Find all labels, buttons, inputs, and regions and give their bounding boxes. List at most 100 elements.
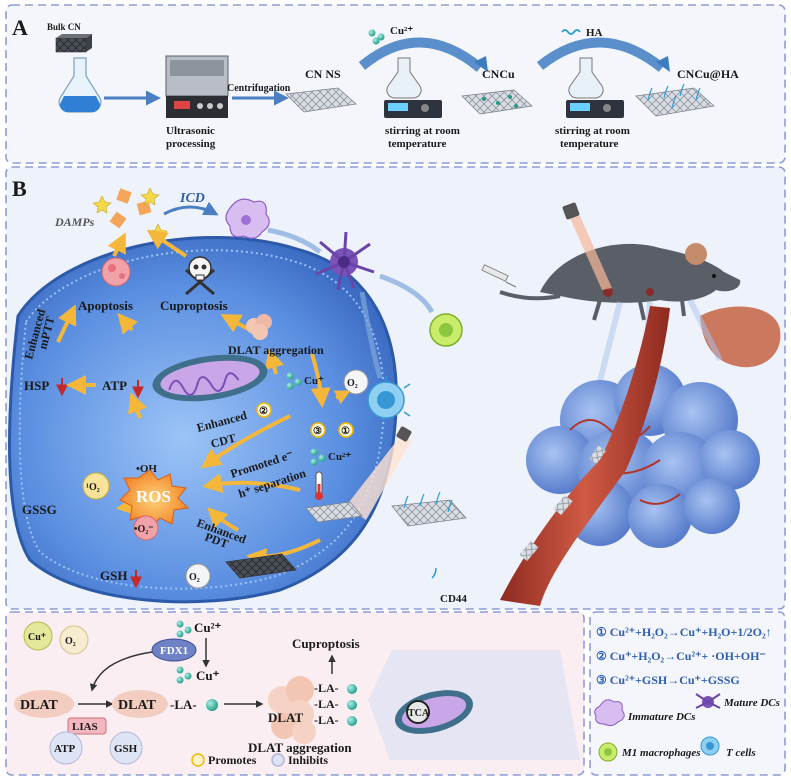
m1-macrophage-cell <box>429 313 463 347</box>
o2-circle-label: O₂ <box>65 636 76 647</box>
stir1-label-2: temperature <box>388 138 447 150</box>
cncu-ha-label: CNCu@HA <box>677 67 739 81</box>
mitochondrion-icon <box>152 354 268 402</box>
promotes-label: Promotes <box>208 753 257 767</box>
cu-plus-ions-icon <box>286 372 302 390</box>
stirrer-1-icon <box>384 57 442 118</box>
cncu-ha-sheet <box>635 87 715 117</box>
damps-icon <box>92 187 168 242</box>
panel-a: A Bulk CN Ultrasonic processing Centrifu… <box>5 4 786 164</box>
immature-dcs-label: Immature DCs <box>627 711 696 723</box>
cu2-plus-label-b: Cu²⁺ <box>328 451 351 463</box>
fdx1-to-lias-arrow <box>89 651 153 692</box>
superoxide-circle <box>133 515 159 541</box>
o2-circle-icon <box>59 625 89 655</box>
inhibits-marker <box>271 753 285 767</box>
syringe-icon <box>481 264 517 288</box>
panel-c: Cu⁺ O₂ Cu²⁺ FDX1 Cu⁺ DLAT LIAS <box>5 611 585 776</box>
laser-beam-cell <box>346 434 412 520</box>
reaction-3: ③ Cu²⁺+GSH→Cu⁺+GSSG <box>596 673 740 687</box>
cycle-number-2 <box>256 402 272 418</box>
cycle-number-3 <box>310 422 326 438</box>
ros-burst <box>119 469 190 529</box>
gsh-circle <box>109 731 143 765</box>
reaction-2: ② Cu⁺+H₂O₂→Cu²⁺+ ·OH+OH⁻ <box>596 649 766 663</box>
dlat-left-label: DLAT <box>20 698 59 713</box>
num1-b: ① <box>341 426 350 437</box>
apoptotic-cell-icon <box>101 257 131 287</box>
laser-beam-mouse <box>570 216 612 290</box>
cd44-receptor-icon <box>431 567 437 579</box>
cncu-label: CNCu <box>482 67 515 81</box>
dlat-mid-blob <box>112 690 168 718</box>
tumor-cell <box>7 235 398 604</box>
inhibits-label: Inhibits <box>288 753 328 767</box>
bulk-cn-icon <box>55 34 92 53</box>
mature-dc-cell <box>315 231 375 291</box>
singlet-o2-circle <box>82 472 110 500</box>
superoxide-label: •O₂⁻ <box>134 524 154 535</box>
cu2-plus-ions-icon <box>310 448 326 466</box>
singlet-o2-label: ¹O₂ <box>86 482 100 493</box>
icd-label: ICD <box>179 191 205 206</box>
dlat-aggregation-label-b: DLAT aggregation <box>228 343 324 357</box>
o2-bottom-label: O₂ <box>189 572 200 583</box>
ultrasonic-label-1: Ultrasonic <box>166 125 215 137</box>
skull-icon <box>185 256 215 296</box>
hsp-label: HSP <box>24 378 49 393</box>
cu1-ions-c <box>176 666 192 684</box>
cncu-ha-strands <box>647 83 701 109</box>
legend-immature-dc-icon <box>594 699 625 727</box>
enhanced-cdt-label-2: CDT <box>209 431 237 451</box>
la1-label: -LA- <box>314 681 339 695</box>
damps-label: DAMPs <box>54 215 95 229</box>
cu2-ions-icon <box>368 29 385 45</box>
num3-b: ③ <box>313 426 322 437</box>
atp-label-c: ATP <box>54 743 75 755</box>
thermometer-icon <box>315 471 323 500</box>
o2-bottom-circle <box>185 563 211 589</box>
cncu-ha-sheet-b <box>391 499 467 527</box>
cuproptosis-label-c: Cuproptosis <box>292 636 360 651</box>
la1-dot <box>347 684 357 694</box>
organ-icon <box>700 306 781 368</box>
mitochondrion-zoom-cone <box>368 650 580 760</box>
mature-dcs-label: Mature DCs <box>723 697 780 709</box>
cu2-ions-c <box>176 620 192 638</box>
reaction-1: ① Cu²⁺+H₂O₂→Cu⁺+H₂O+1/2O₂↑ <box>596 625 772 639</box>
cncu-ha-strands-b <box>403 491 453 513</box>
cn-sheet-in-cell <box>305 501 363 523</box>
dlat-left-blob <box>14 690 74 718</box>
fdx1-enzyme <box>151 638 197 662</box>
fdx1-label: FDX1 <box>160 645 188 657</box>
cu1-label-c: Cu⁺ <box>196 668 220 683</box>
blood-vessel <box>500 306 670 606</box>
dark-sheet-in-cell <box>225 553 297 579</box>
ultrasonic-label-2: processing <box>166 138 216 150</box>
dlat-cluster-blob <box>268 676 316 744</box>
gssg-label: GSSG <box>22 502 57 517</box>
lias-label: LIAS <box>72 721 98 733</box>
dlat-aggregation-label-c: DLAT aggregation <box>248 740 352 755</box>
stir2-label-1: stirring at room <box>555 125 630 137</box>
gsh-label-b: GSH <box>100 568 127 583</box>
gsh-label-c: GSH <box>114 743 138 755</box>
curved-arrow-2 <box>536 37 666 72</box>
cu2-label-c: Cu²⁺ <box>194 620 222 635</box>
mitochondrion-tca-icon <box>395 690 473 734</box>
atp-label: ATP <box>102 378 127 393</box>
cn-ns-label: CN NS <box>305 67 341 81</box>
cncu-dots <box>482 95 518 108</box>
num2-b: ② <box>259 406 268 417</box>
promotes-marker <box>191 753 205 767</box>
panel-b: B DAMPs ICD <box>5 166 786 610</box>
icd-arrow <box>163 201 219 216</box>
ros-label: ROS <box>136 487 171 506</box>
arrow-to-tcell <box>359 291 383 379</box>
laser-head-cell <box>396 426 412 442</box>
cu-circle-icon <box>23 621 53 651</box>
cn-ns-sheet <box>285 87 357 113</box>
la2-dot <box>347 700 357 710</box>
la3-label: -LA- <box>314 713 339 727</box>
legend-frame <box>589 611 786 776</box>
